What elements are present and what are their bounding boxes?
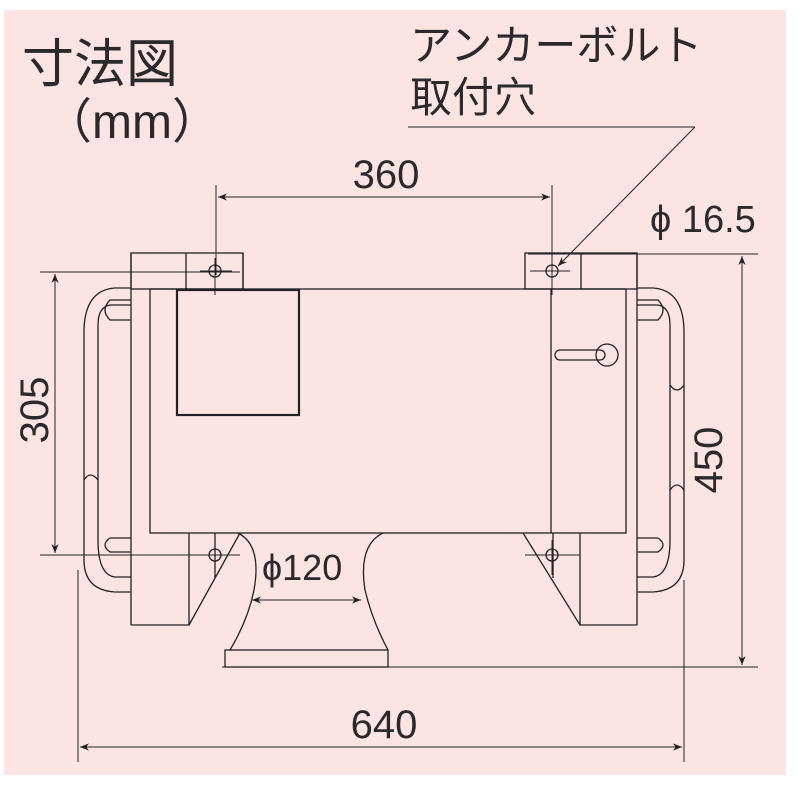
right-bracket-bottom: [579, 533, 637, 626]
bolt-hole-icon: [530, 258, 570, 295]
bolt-hole-icon: [200, 540, 232, 575]
lever-knob: [595, 343, 619, 367]
lever-bar: [554, 349, 606, 361]
dim-bolt-hole: ϕ 16.5: [528, 199, 758, 255]
callout-line-1: アンカーボルト: [410, 21, 702, 70]
callout-leader: [557, 126, 696, 267]
dim-bolt-spacing-width: 360: [215, 153, 553, 275]
left-bracket-brace: [188, 532, 241, 626]
drawing-background: [4, 10, 786, 775]
left-bracket-bottom: [131, 533, 190, 626]
drawing-title: 寸法図 （mm）: [22, 35, 220, 149]
dim-label-305: 305: [13, 377, 57, 444]
left-handle-icon: [83, 287, 131, 593]
callout-line-2: 取付穴: [410, 73, 536, 122]
title-unit: （mm）: [44, 96, 220, 149]
dim-label-bolt-hole: ϕ 16.5: [650, 199, 756, 241]
dim-outlet-diameter: ϕ120: [252, 547, 361, 604]
dim-label-outlet: ϕ120: [262, 547, 342, 588]
control-box: [175, 288, 301, 417]
outlet-pedestal: [224, 532, 389, 668]
dim-bolt-spacing-depth: 305: [13, 271, 240, 556]
bolt-hole-icon: [525, 540, 580, 575]
pedestal-base: [224, 649, 389, 668]
title-line-1: 寸法図: [22, 35, 178, 95]
dim-label-640: 640: [351, 703, 418, 747]
right-handle-icon: [637, 287, 685, 593]
bolt-hole-icon: [200, 258, 232, 295]
lever-icon: [554, 343, 619, 367]
main-body: [149, 288, 627, 534]
dim-overall-depth: 450: [222, 256, 758, 668]
dim-overall-width: 640: [77, 570, 685, 762]
dim-label-450: 450: [687, 427, 731, 494]
right-bracket-brace: [522, 532, 581, 626]
machine-outline: ϕ120: [83, 252, 685, 668]
anchor-bolt-callout: アンカーボルト 取付穴: [408, 21, 702, 267]
dim-label-360: 360: [353, 153, 420, 197]
